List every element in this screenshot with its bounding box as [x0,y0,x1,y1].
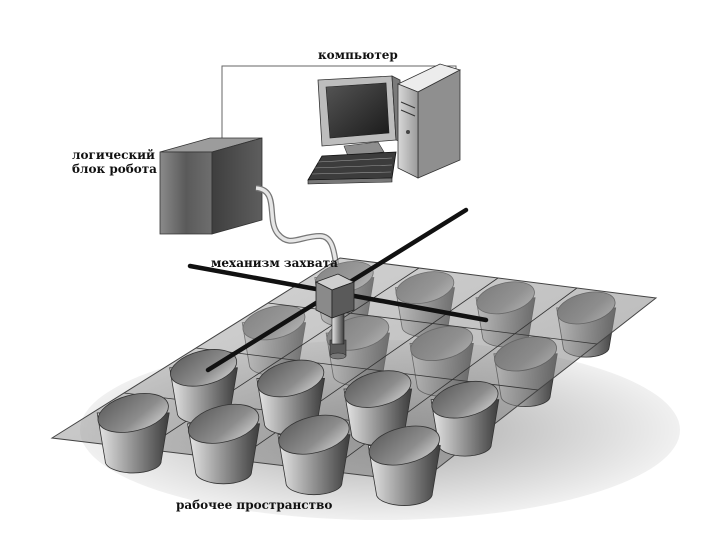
logic-block-label-line2: блок робота [72,162,157,176]
system-unit-icon [398,64,460,178]
logic-block-label-line1: логический [72,148,157,162]
logic-block-box-icon [160,138,262,234]
workspace-label: рабочее пространство [176,498,332,512]
gripper-label: механизм захвата [211,256,338,270]
computer-monitor-icon [318,76,402,156]
logic-block-label: логический блок робота [72,148,157,176]
computer-label: компьютер [318,48,398,62]
keyboard-icon [308,152,396,184]
